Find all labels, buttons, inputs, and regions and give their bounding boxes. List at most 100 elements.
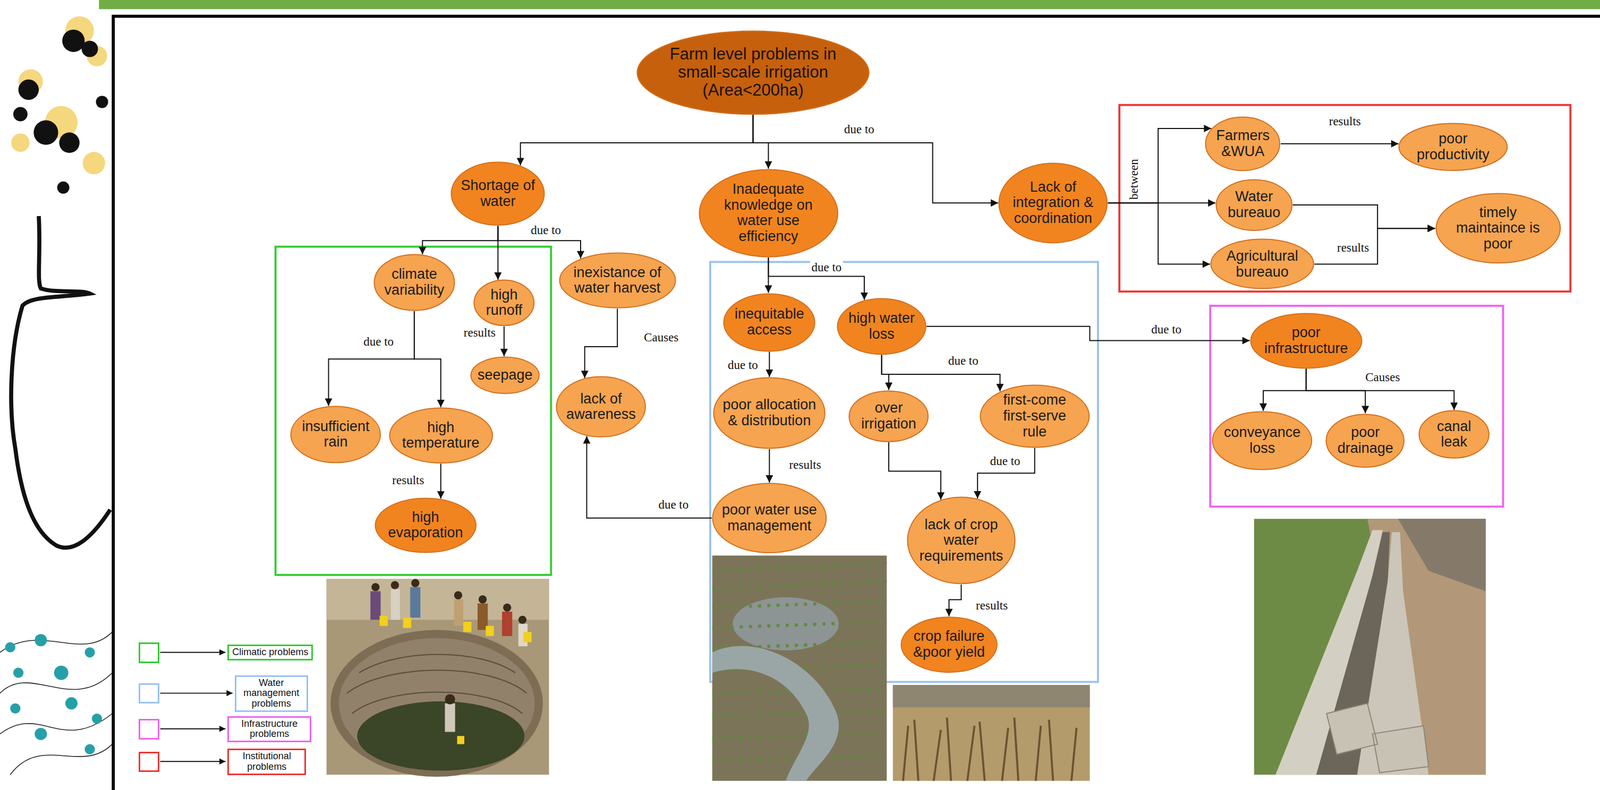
edge-label: due to — [946, 354, 981, 368]
dot — [65, 697, 78, 710]
node-text: Farmers &WUA — [1213, 128, 1273, 160]
ellipse-shape — [474, 280, 535, 327]
legend-swatch — [138, 642, 159, 663]
ellipse-node: Farm level problems in small-scale irrig… — [636, 30, 870, 116]
jerrycan — [523, 632, 532, 643]
legend-swatch — [138, 752, 159, 773]
node-text: poor water use management — [719, 502, 819, 534]
person — [445, 703, 456, 733]
infrastructure-region — [1210, 305, 1503, 507]
blob — [33, 120, 58, 146]
frame-line — [113, 16, 1600, 790]
ellipse-node: Farmers &WUA — [1204, 116, 1281, 172]
ellipse-node: poor allocation & distribution — [712, 377, 826, 450]
node-text: over irrigation — [858, 400, 919, 432]
blob — [57, 181, 70, 194]
ellipse-shape — [1205, 117, 1281, 172]
node-text: seepage — [473, 367, 538, 384]
jerrycan — [379, 616, 388, 627]
node-text: inequitable access — [732, 306, 807, 338]
connector — [753, 114, 769, 169]
broken-blocks — [1326, 703, 1429, 774]
node-text: high runoff — [482, 287, 526, 319]
dot — [84, 744, 95, 755]
head — [503, 603, 512, 612]
connector — [1108, 202, 1211, 265]
legend-swatch — [138, 683, 159, 704]
ellipse-shape — [637, 30, 870, 115]
legend-arrow — [160, 652, 226, 654]
ellipse-node: Lack of integration & coordination — [998, 162, 1109, 244]
connector — [1306, 369, 1455, 411]
ellipse-node: lack of awareness — [555, 376, 646, 438]
jerrycan — [463, 622, 472, 633]
ellipse-shape — [1210, 239, 1314, 289]
photo-ground — [892, 685, 1091, 781]
ellipse-node: poor productivity — [1398, 122, 1509, 172]
node-text: insufficient rain — [299, 419, 372, 451]
institutional-region — [1119, 105, 1571, 292]
ellipse-node: canal leak — [1418, 410, 1490, 459]
top-bar — [98, 0, 1600, 10]
ellipse-node: conveyance loss — [1211, 411, 1313, 471]
ellipse-shape — [900, 617, 997, 673]
person — [390, 589, 400, 621]
connector — [881, 355, 1001, 393]
ellipse-node: timely maintaince is poor — [1435, 192, 1562, 265]
head — [454, 591, 463, 600]
edge-label: due to — [810, 260, 844, 275]
ellipse-node: Inadequate knowledge on water use effici… — [698, 168, 839, 258]
node-text: crop failure &poor yield — [911, 628, 986, 661]
head — [518, 616, 527, 625]
connector — [586, 436, 712, 519]
dot — [34, 634, 47, 647]
person — [370, 591, 381, 621]
head — [390, 581, 399, 590]
edge-label: due to — [1149, 322, 1184, 337]
node-text: poor allocation & distribution — [720, 397, 818, 429]
blob — [81, 40, 99, 58]
dot — [13, 668, 24, 679]
ellipse-shape — [712, 483, 827, 553]
connector — [1292, 205, 1436, 229]
dot — [54, 666, 69, 681]
node-text: conveyance loss — [1222, 424, 1302, 457]
node-text: Water bureauo — [1225, 189, 1283, 221]
ellipse-node: climate variability — [373, 253, 456, 312]
well-photo — [326, 579, 550, 778]
edge-label: results — [974, 599, 1010, 613]
connector — [888, 442, 941, 500]
ellipse-node: high runoff — [473, 279, 535, 327]
ellipse-shape — [1419, 411, 1489, 459]
ellipse-node: first-come first-serve rule — [979, 384, 1091, 449]
connector — [768, 449, 770, 483]
stone-wall — [1398, 518, 1486, 592]
connector — [926, 326, 1250, 342]
ellipse-shape — [1215, 179, 1292, 231]
person — [454, 599, 464, 627]
edge-label: due to — [529, 223, 563, 237]
dot — [10, 703, 21, 714]
node-text: canal leak — [1434, 419, 1474, 451]
connector — [440, 464, 442, 500]
ellipse-node: inexistance of water harvest — [558, 252, 677, 309]
node-text: Shortage of water — [457, 177, 539, 210]
ellipse-shape — [1398, 123, 1508, 171]
photo-ground — [712, 555, 887, 781]
dot — [84, 647, 95, 658]
jerrycan — [485, 626, 494, 637]
edge-label: results — [787, 458, 823, 472]
connector — [422, 226, 498, 255]
ellipse-shape — [389, 407, 493, 463]
node-text: high water loss — [847, 310, 917, 343]
ellipse-node: high evaporation — [374, 497, 478, 554]
connector — [949, 584, 962, 617]
edge-label: due to — [656, 498, 691, 512]
corner-blobs — [11, 16, 108, 194]
blob — [11, 133, 30, 153]
climatic-region — [275, 247, 552, 576]
legend-label: Water management problems — [234, 675, 309, 713]
edge-label: results — [390, 473, 426, 488]
node-text: Lack of integration & coordination — [1009, 179, 1096, 227]
dry-crop-photo — [892, 685, 1091, 781]
